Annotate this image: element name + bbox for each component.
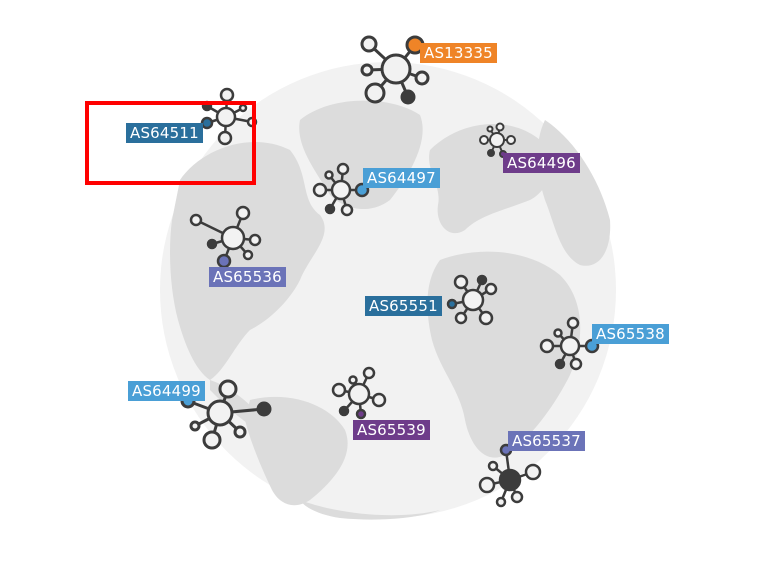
node-cluster-as13335[interactable]	[360, 35, 430, 105]
node-cluster-as65536[interactable]	[189, 205, 262, 269]
label-as64511: AS64511	[126, 123, 203, 143]
label-as13335: AS13335	[420, 43, 497, 63]
label-as65538: AS65538	[592, 324, 669, 344]
node-cluster-as65539[interactable]	[331, 366, 387, 420]
node-cluster-as65537[interactable]	[478, 443, 542, 508]
label-as64497: AS64497	[363, 168, 440, 188]
node-cluster-as64496[interactable]	[479, 122, 516, 158]
node-cluster-as65538[interactable]	[539, 316, 600, 371]
label-as65539: AS65539	[353, 420, 430, 440]
label-as65536: AS65536	[209, 267, 286, 287]
node-cluster-as65551[interactable]	[446, 274, 498, 326]
label-as65551: AS65551	[365, 296, 442, 316]
highlight-box-as64511	[85, 101, 256, 185]
label-as64499: AS64499	[128, 381, 205, 401]
label-as65537: AS65537	[508, 431, 585, 451]
label-as64496: AS64496	[503, 153, 580, 173]
